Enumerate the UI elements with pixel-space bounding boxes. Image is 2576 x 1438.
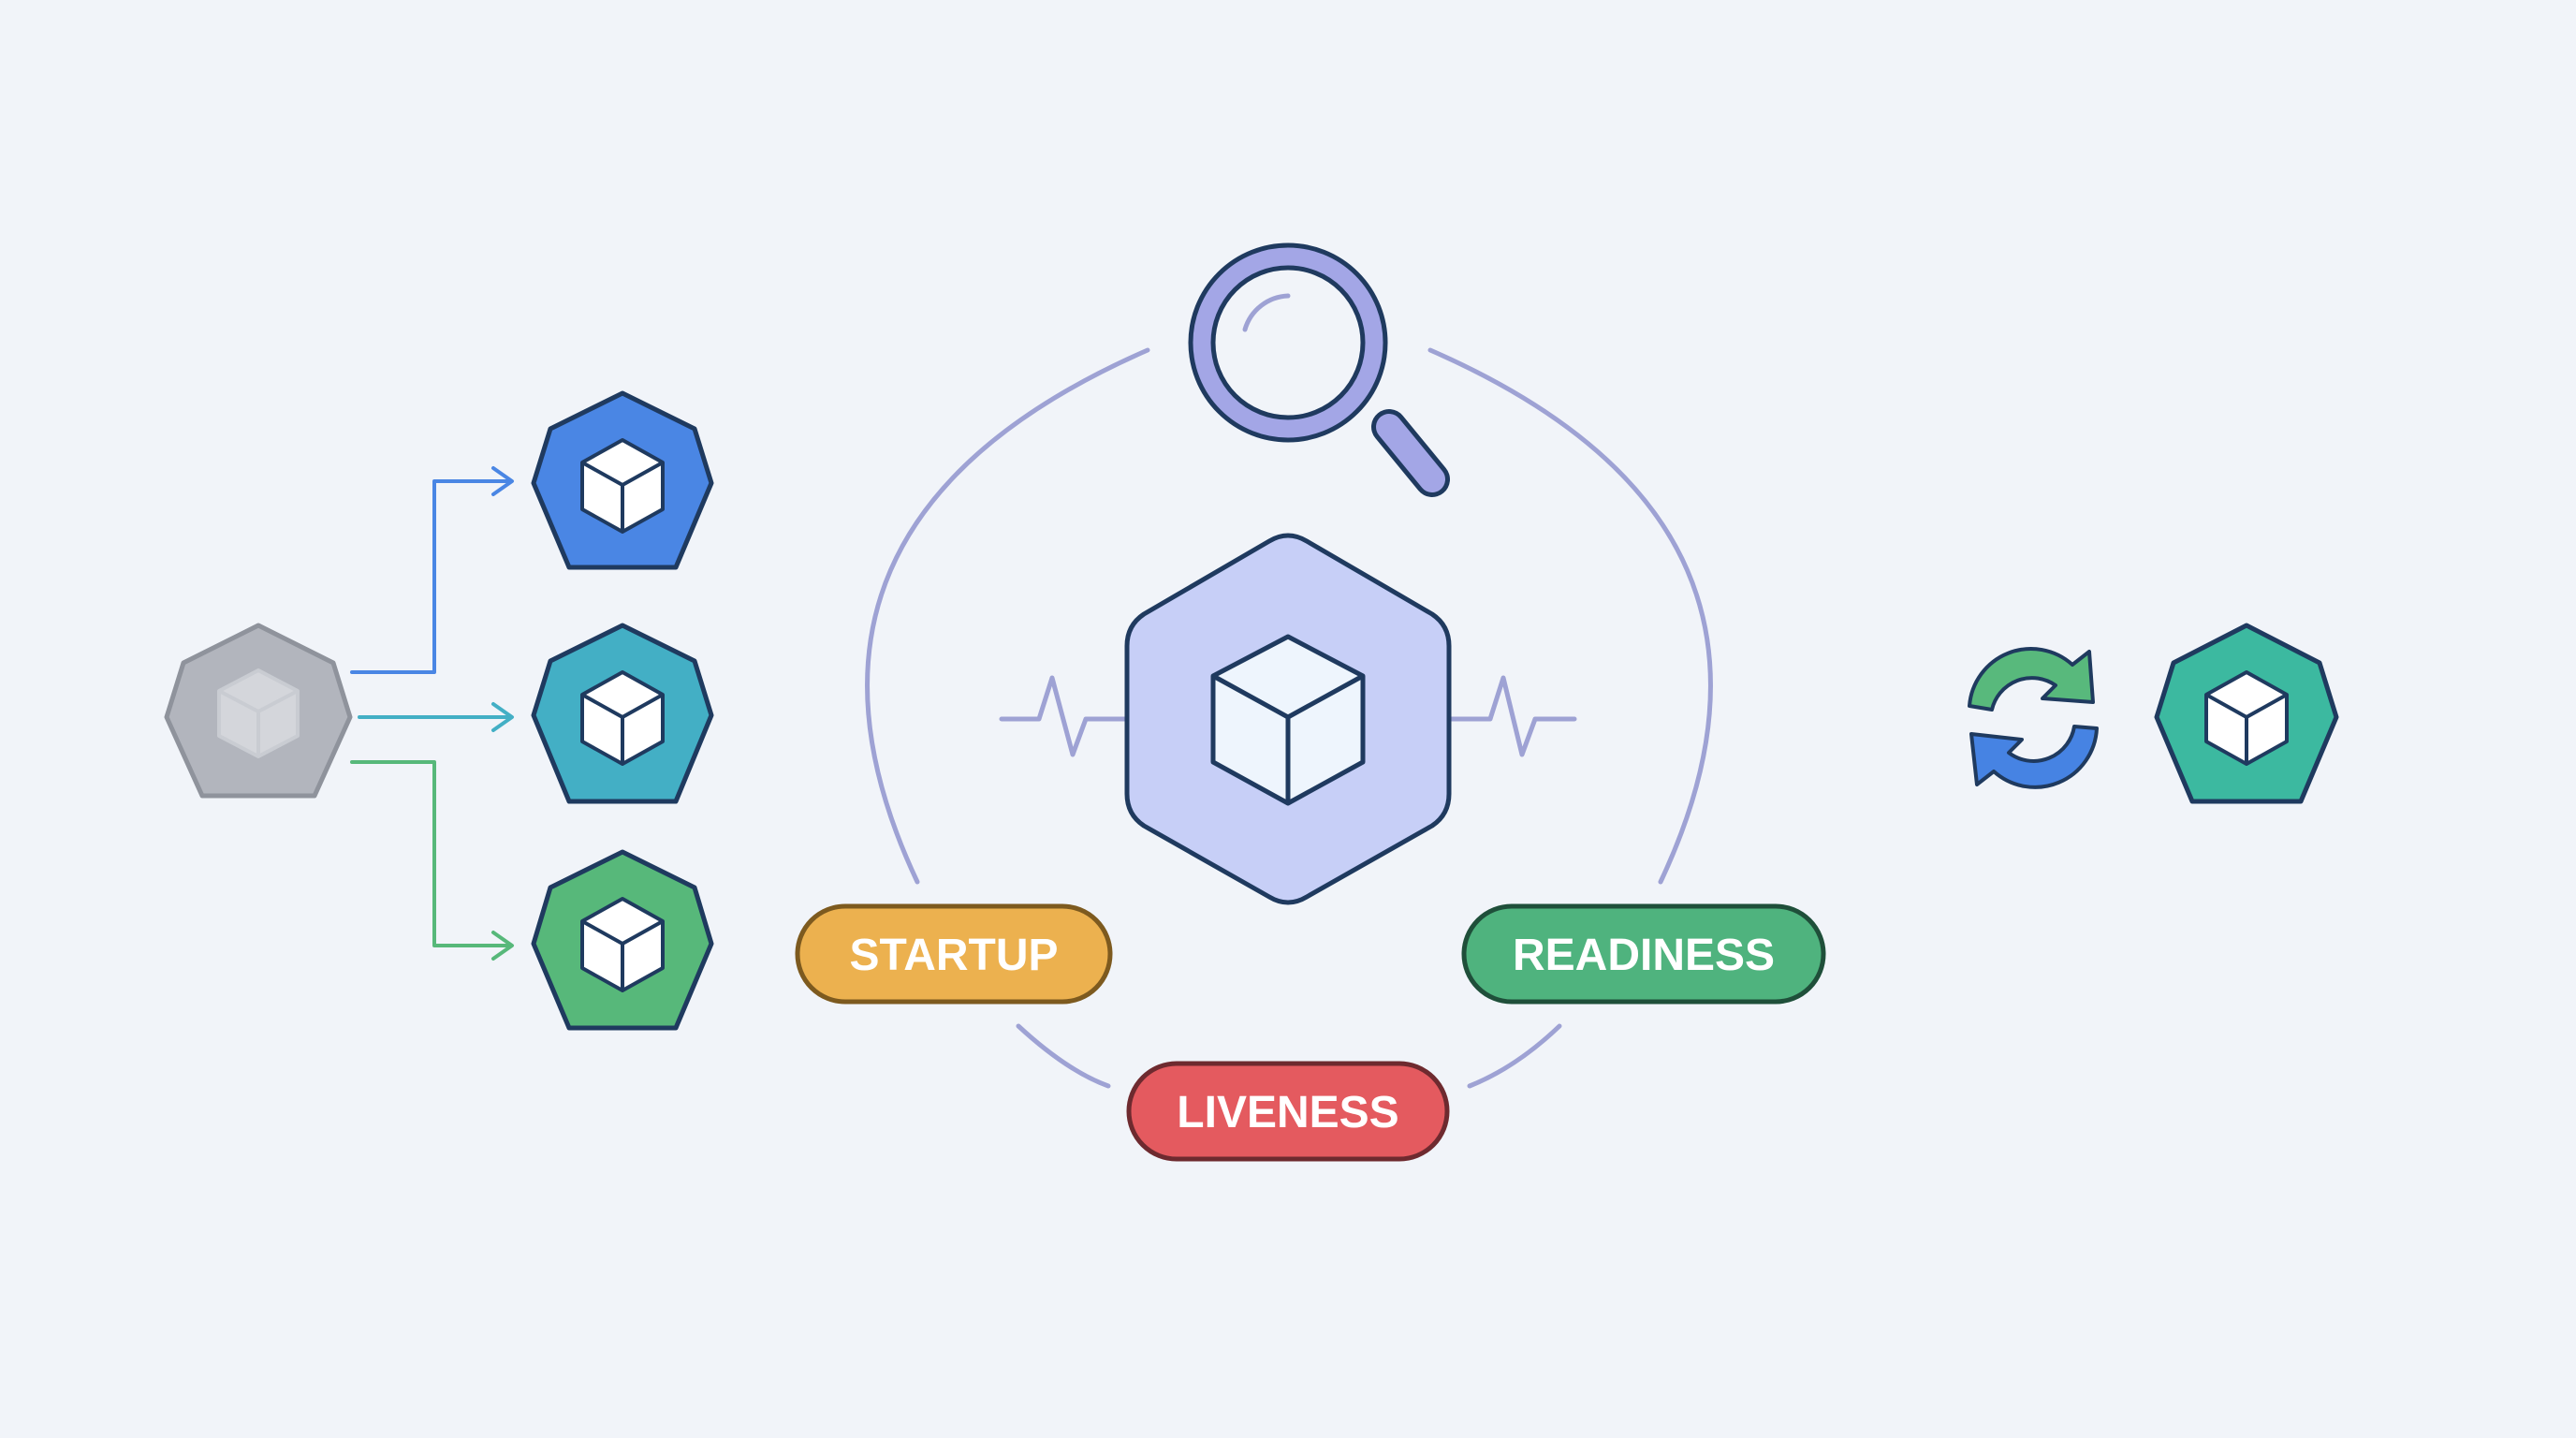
restart-group <box>1968 623 2339 804</box>
cube-icon <box>580 438 665 534</box>
startup-label: STARTUP <box>849 931 1058 980</box>
startup-pill <box>795 903 1113 1005</box>
ring-arc-bottom-right <box>1467 1023 1562 1089</box>
heartbeat-icon <box>999 675 1577 757</box>
cube-icon <box>580 897 665 992</box>
probe-cycle-group: STARTUP READINESS LIVENESS <box>795 242 1826 1162</box>
refresh-arrow-green <box>1968 647 2095 712</box>
magnifier-icon <box>1188 242 1450 497</box>
heartbeat-left <box>999 675 1184 757</box>
refresh-arrow-blue <box>1969 725 2099 789</box>
liveness-label: LIVENESS <box>1177 1088 1398 1137</box>
arrow-to-green-pod <box>350 760 512 947</box>
replica-pod-teal <box>531 623 714 804</box>
fanout-arrows <box>350 466 514 961</box>
cube-icon <box>217 668 300 758</box>
ring-arc-right <box>1427 347 1713 885</box>
readiness-pill <box>1461 903 1826 1005</box>
source-pod <box>164 623 353 799</box>
arrowhead-teal <box>491 702 514 732</box>
liveness-pill <box>1126 1061 1450 1162</box>
arrowhead-blue <box>491 466 514 496</box>
cube-icon <box>1210 634 1366 806</box>
replica-pod-green <box>531 849 714 1031</box>
restarted-pod <box>2154 623 2339 804</box>
replica-fanout-group <box>164 390 714 1031</box>
replica-pod-blue <box>531 390 714 570</box>
arrowhead-green <box>491 931 514 961</box>
heartbeat-right <box>1392 675 1577 757</box>
probe-readiness: READINESS <box>1461 903 1826 1005</box>
cube-icon <box>2204 670 2289 766</box>
readiness-label: READINESS <box>1513 931 1775 980</box>
cube-icon <box>580 670 665 766</box>
arrow-to-blue-pod <box>350 479 512 674</box>
refresh-icon <box>1968 647 2099 789</box>
ring-arc-bottom-left <box>1016 1023 1111 1089</box>
central-pod <box>1124 533 1452 905</box>
probe-ring <box>865 347 1713 1089</box>
ring-arc-left <box>865 347 1150 885</box>
probe-liveness: LIVENESS <box>1126 1061 1450 1162</box>
probe-startup: STARTUP <box>795 903 1113 1005</box>
